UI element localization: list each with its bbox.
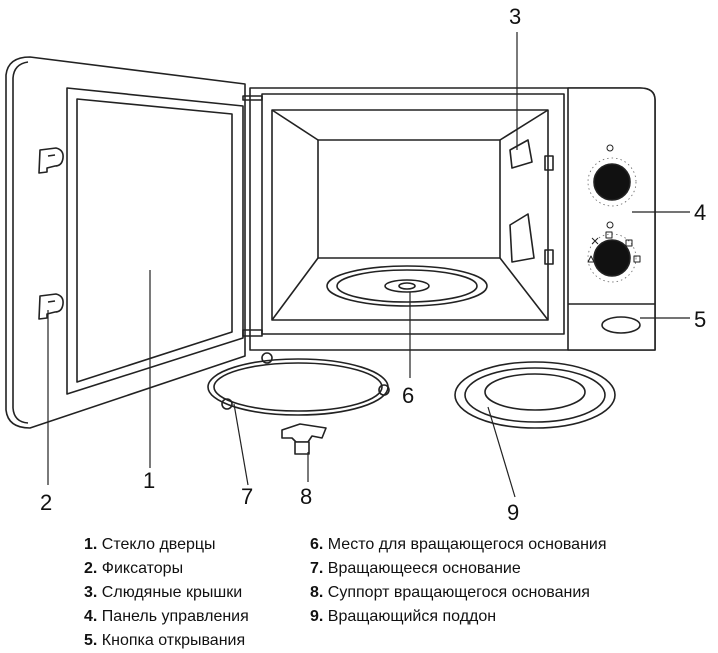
turntable-seat (326, 265, 488, 307)
door-glass (66, 87, 244, 395)
oven-cavity (261, 93, 565, 335)
door-open-button[interactable] (601, 316, 641, 334)
callout-7: 7 (241, 484, 253, 509)
glass-tray (454, 361, 616, 429)
callout-2: 2 (40, 490, 52, 515)
leader-lines (47, 32, 690, 498)
callout-6: 6 (402, 383, 414, 408)
door-latch-bottom (38, 293, 64, 320)
callout-5: 5 (694, 307, 706, 332)
callout-9: 9 (507, 500, 519, 525)
microwave-body (242, 87, 656, 351)
callout-4: 4 (694, 200, 706, 225)
callout-3: 3 (509, 4, 521, 29)
mica-covers (509, 139, 554, 265)
door-latch-top (38, 147, 64, 174)
timer-knob[interactable] (593, 163, 631, 201)
microwave-door (5, 56, 246, 429)
callout-8: 8 (300, 484, 312, 509)
coupler (281, 423, 327, 455)
power-knob[interactable] (593, 239, 631, 277)
control-panel (567, 87, 656, 351)
callout-1: 1 (143, 468, 155, 493)
rotating-ring (207, 352, 390, 416)
